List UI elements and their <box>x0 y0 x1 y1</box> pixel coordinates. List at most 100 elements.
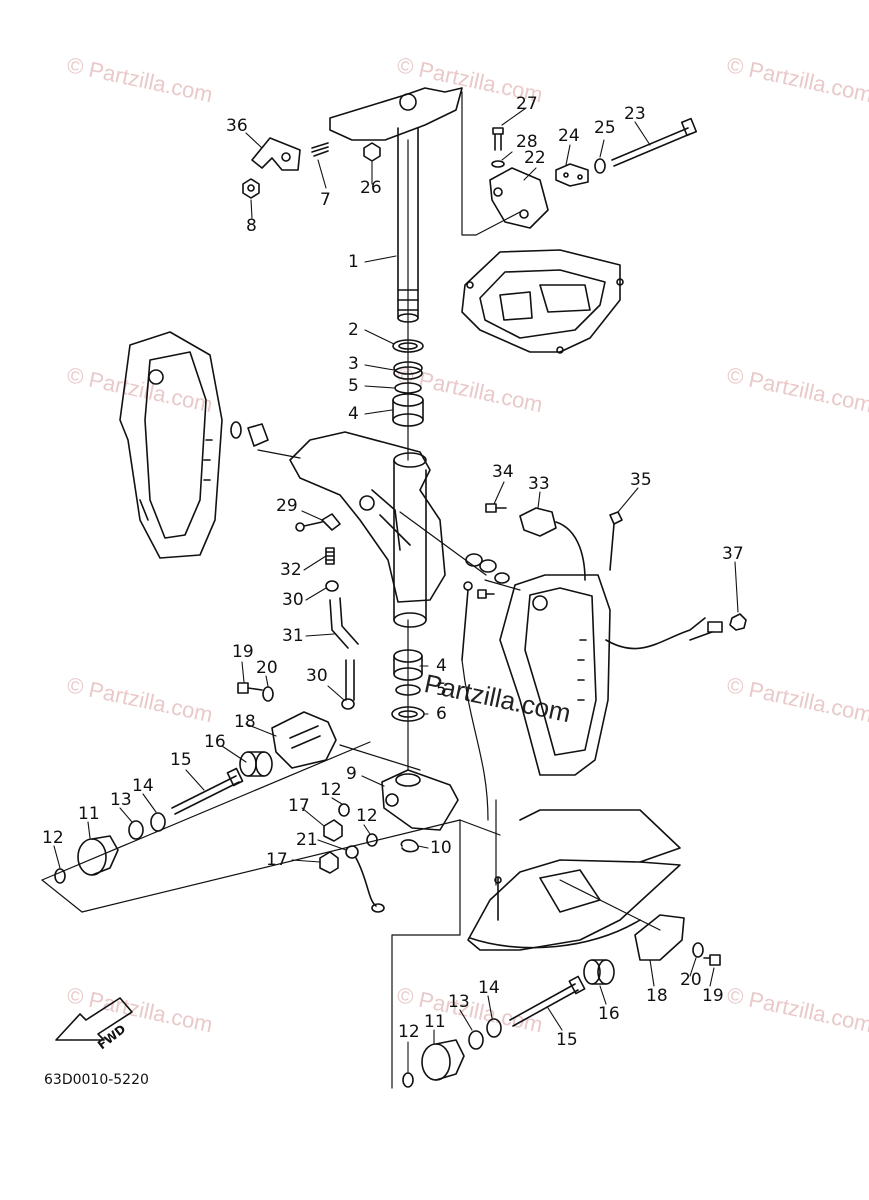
wire-harness <box>605 617 723 650</box>
hose-31 <box>329 597 359 649</box>
washer-14-right <box>486 1018 502 1038</box>
bolt-34 <box>485 503 507 513</box>
nut-17-upper <box>323 819 343 842</box>
nut-8 <box>242 178 260 199</box>
bolt-23 <box>611 117 698 167</box>
callout-17: 17 <box>266 850 288 870</box>
callout-10: 10 <box>430 838 452 858</box>
bolt-right <box>477 589 495 599</box>
oring-5-lower <box>395 684 421 696</box>
callout-36: 36 <box>226 116 248 136</box>
callout-35: 35 <box>630 470 652 490</box>
clamp-bracket-right <box>499 574 611 776</box>
callout-22: 22 <box>524 148 546 168</box>
clamp-30-lower <box>341 698 355 710</box>
callout-15: 15 <box>556 1030 578 1050</box>
washer-14-left <box>150 812 166 832</box>
callout-3: 3 <box>348 354 359 374</box>
callout-13: 13 <box>448 992 470 1012</box>
callout-5: 5 <box>436 680 447 700</box>
nut-37 <box>729 613 747 631</box>
callout-25: 25 <box>594 118 616 138</box>
callout-30: 30 <box>306 666 328 686</box>
callout-11: 11 <box>424 1012 446 1032</box>
bracket-36 <box>251 137 301 171</box>
bolt-15-right <box>509 975 586 1027</box>
callout-4: 4 <box>436 656 447 676</box>
hose-31b <box>345 659 355 701</box>
fwd-arrow <box>55 997 133 1041</box>
washer-12-right <box>402 1072 414 1088</box>
washer-12-center-b <box>366 833 378 847</box>
callout-2: 2 <box>348 320 359 340</box>
callout-4: 4 <box>348 404 359 424</box>
washer-13-right <box>468 1030 484 1050</box>
callout-33: 33 <box>528 474 550 494</box>
callout-26: 26 <box>360 178 382 198</box>
callout-34: 34 <box>492 462 514 482</box>
callout-12: 12 <box>356 806 378 826</box>
assembly-lines <box>41 91 661 1089</box>
callout-18: 18 <box>234 712 256 732</box>
callout-20: 20 <box>680 970 702 990</box>
mount-11-left <box>77 835 119 876</box>
leader-lines <box>53 107 739 1073</box>
callout-11: 11 <box>78 804 100 824</box>
callout-29: 29 <box>276 496 298 516</box>
lower-bracket-9 <box>381 769 459 831</box>
callout-24: 24 <box>558 126 580 146</box>
cover-18-right <box>634 914 685 961</box>
callout-5: 5 <box>348 376 359 396</box>
bolt-15-left <box>171 767 244 815</box>
screw-32 <box>325 547 335 565</box>
mount-22 <box>489 167 549 229</box>
bushing-4-lower <box>393 649 423 681</box>
ground-lead-21 <box>345 845 385 913</box>
stud-bolt <box>311 142 329 157</box>
bushing-4-upper <box>392 393 424 427</box>
nut-17-lower <box>319 851 339 874</box>
callout-1: 1 <box>348 252 359 272</box>
clamp-30-upper <box>325 580 339 592</box>
callout-9: 9 <box>346 764 357 784</box>
callout-6: 6 <box>436 704 447 724</box>
lower-case <box>467 809 681 951</box>
callout-20: 20 <box>256 658 278 678</box>
callout-12: 12 <box>398 1022 420 1042</box>
washer-28 <box>491 160 505 168</box>
callout-37: 37 <box>722 544 744 564</box>
callout-12: 12 <box>320 780 342 800</box>
callout-30: 30 <box>282 590 304 610</box>
nut-26 <box>363 142 381 162</box>
washer-2 <box>392 339 424 353</box>
washer-20-right <box>692 942 704 958</box>
callout-18: 18 <box>646 986 668 1006</box>
cable-tie-35 <box>609 511 623 571</box>
callout-12: 12 <box>42 828 64 848</box>
grease-fitting-29 <box>295 513 341 532</box>
washer-12-left <box>54 868 66 884</box>
callout-16: 16 <box>598 1004 620 1024</box>
mount-11-right <box>421 1039 465 1081</box>
clamp-bracket-left <box>119 331 223 559</box>
bolt-19-right <box>703 954 721 966</box>
callout-23: 23 <box>624 104 646 124</box>
steering-shaft <box>329 87 463 323</box>
callout-28: 28 <box>516 132 538 152</box>
callout-13: 13 <box>110 790 132 810</box>
callout-15: 15 <box>170 750 192 770</box>
callout-21: 21 <box>296 830 318 850</box>
callout-19: 19 <box>232 642 254 662</box>
bolt-19-left <box>237 682 263 694</box>
ground-wire <box>461 581 473 661</box>
callout-32: 32 <box>280 560 302 580</box>
callout-7: 7 <box>320 190 331 210</box>
bushing-left <box>230 421 269 447</box>
callout-27: 27 <box>516 94 538 114</box>
callout-16: 16 <box>204 732 226 752</box>
callout-8: 8 <box>246 216 257 236</box>
washer-13-left <box>128 820 144 840</box>
oring-5 <box>394 382 422 394</box>
washer-20-left <box>262 686 274 702</box>
